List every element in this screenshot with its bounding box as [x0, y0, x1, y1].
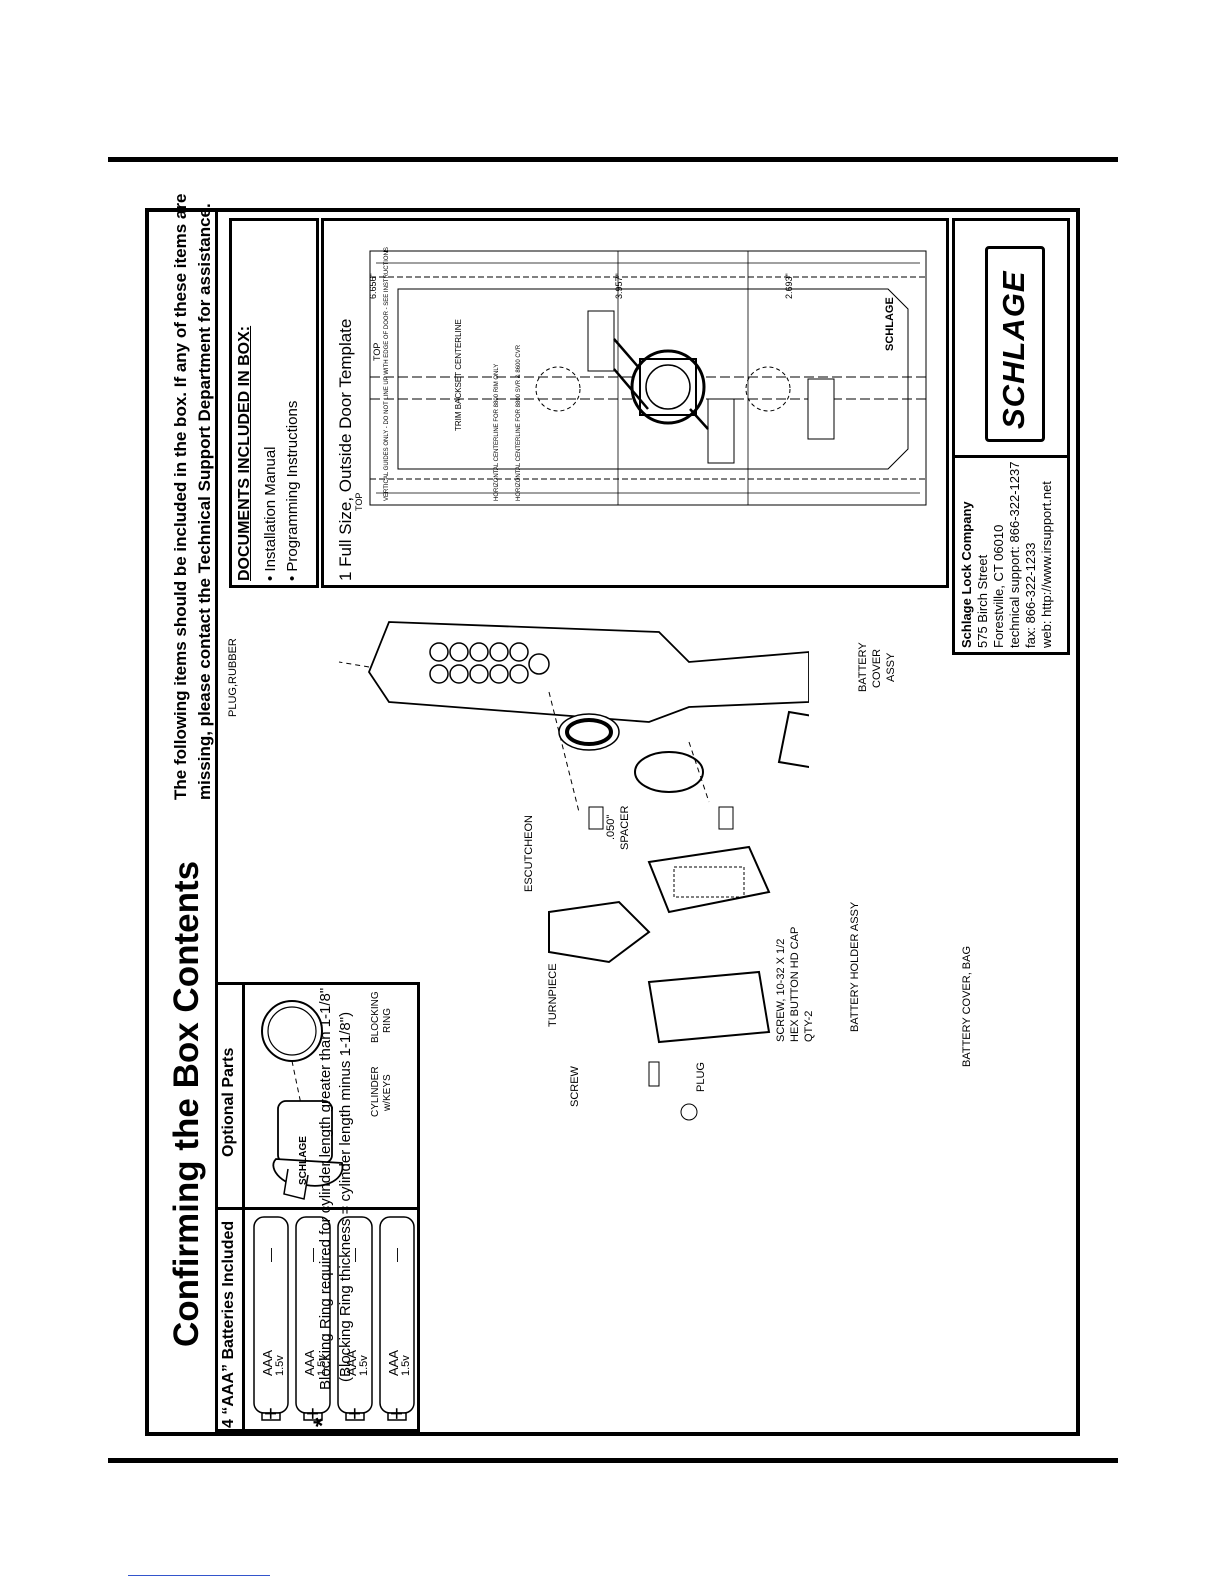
label-turnpiece: TURNPIECE: [547, 963, 559, 1027]
documents-box: DOCUMENTS INCLUDED IN BOX: • Installatio…: [229, 218, 319, 588]
footnote-star: *: [309, 1417, 336, 1427]
batteries-box: 4 “AAA” Batteries Included + AAA 1.5v: [215, 1207, 420, 1432]
battery-1-type: AAA: [260, 1349, 275, 1376]
label-spacer-1: .050": [605, 814, 617, 840]
logo-box: SCHLAGE: [952, 218, 1070, 458]
optional-parts-box: Optional Parts SCHLAGE CYLINDER w/KEYS B…: [215, 982, 420, 1210]
battery: [337, 1216, 373, 1421]
company-city: Forestville, CT 06010: [991, 524, 1006, 648]
cylinder-graphic: [261, 1000, 344, 1200]
keypad-buttons: [429, 642, 550, 684]
template-guide-text: VERTICAL GUIDES ONLY - DO NOT LINE UP WI…: [384, 247, 390, 501]
label-screw-spec-2: HEX BUTTON HD CAP: [789, 926, 801, 1042]
company-box: Schlage Lock Company 575 Birch Street Fo…: [952, 455, 1070, 655]
title-separator: [215, 212, 218, 1432]
page-title: Confirming the Box Contents: [167, 860, 206, 1347]
content-frame: Confirming the Box Contents The followin…: [145, 194, 1080, 1436]
label-screw-spec-1: SCREW, 10-32 X 1/2: [775, 938, 787, 1042]
documents-heading: DOCUMENTS INCLUDED IN BOX:: [236, 325, 253, 581]
template-h-centerline-2: HORIZONTAL CENTERLINE FOR 8800 SVR & 860…: [516, 344, 522, 501]
company-fax: fax: 866-322-1233: [1023, 542, 1038, 648]
notice-line-1: The following items should be included i…: [171, 193, 190, 800]
template-brand: SCHLAGE: [884, 297, 896, 351]
label-battery-cover-1: BATTERY: [857, 642, 869, 692]
company-address: 575 Birch Street: [975, 554, 990, 648]
door-template-graphic: [369, 250, 927, 506]
battery-1-volt: 1.5v: [274, 1355, 286, 1376]
optional-header-divider: [242, 985, 245, 1207]
battery-4-minus: —: [388, 1248, 404, 1262]
notice-line-2: missing, please contact the Technical Su…: [195, 203, 214, 800]
batteries-header-divider: [242, 1210, 245, 1430]
battery-4-volt: 1.5v: [400, 1355, 412, 1376]
battery: [253, 1216, 289, 1421]
label-battery-cover-3: ASSY: [885, 652, 897, 682]
label-screw-spec-3: QTY-2: [803, 1010, 815, 1042]
label-battery-cover-2: COVER: [871, 648, 883, 688]
template-dim-1: 6.656": [368, 273, 378, 299]
battery-4-type: AAA: [386, 1349, 401, 1376]
document-item: • Programming Instructions: [284, 400, 301, 581]
label-battery-holder: BATTERY HOLDER ASSY: [849, 901, 861, 1032]
batteries-graphic: [253, 1216, 415, 1421]
battery: [295, 1216, 331, 1421]
batteries-heading: 4 “AAA” Batteries Included: [220, 1220, 237, 1428]
label-screw: SCREW: [569, 1066, 581, 1107]
battery-1-plus: +: [258, 1407, 283, 1420]
footnote-line-1: Blocking Ring required for cylinder leng…: [317, 987, 334, 1390]
template-dim-3: 2.693": [784, 273, 794, 299]
battery-4-plus: +: [384, 1407, 409, 1420]
template-caption: 1 Full Size, Outside Door Template: [336, 318, 355, 581]
logo-text: SCHLAGE: [996, 270, 1031, 429]
label-battery-cover-bag: BATTERY COVER, BAG: [961, 945, 973, 1067]
battery-3-volt: 1.5v: [358, 1355, 370, 1376]
schlage-logo: SCHLAGE: [985, 246, 1045, 442]
battery-1-minus: —: [262, 1248, 278, 1262]
battery-2-type: AAA: [302, 1349, 317, 1376]
bottom-rule: [108, 1458, 1118, 1463]
template-trim-centerline: TRIM BACKSET CENTERLINE: [454, 319, 463, 431]
company-web: web: http://www.irsupport.net: [1039, 481, 1054, 648]
company-support: technical support: 866-322-1237: [1007, 461, 1022, 648]
template-box: 1 Full Size, Outside Door Template: [321, 218, 949, 588]
template-top-2: TOP: [354, 492, 364, 511]
label-spacer-2: SPACER: [619, 805, 631, 850]
label-escutcheon: ESCUTCHEON: [523, 814, 535, 892]
template-h-centerline-1: HORIZONTAL CENTERLINE FOR 8800 RIM ONLY: [494, 363, 500, 501]
battery: [379, 1216, 415, 1421]
optional-parts-heading: Optional Parts: [220, 1047, 237, 1157]
company-name: Schlage Lock Company: [959, 501, 974, 648]
label-plug-rubber: PLUG,RUBBER: [227, 638, 239, 717]
template-top-1: TOP: [372, 342, 382, 361]
footer-link-underline[interactable]: [128, 1575, 270, 1576]
template-dim-2: 3.957": [614, 273, 624, 299]
footnote-line-2: (Blocking Ring thickness = cylinder leng…: [337, 1011, 354, 1382]
battery-3-plus: +: [342, 1407, 367, 1420]
document-item: • Installation Manual: [262, 446, 279, 582]
label-plug: PLUG: [695, 1062, 707, 1092]
top-rule: [108, 157, 1118, 162]
exploded-parts-drawing: [338, 621, 809, 1121]
